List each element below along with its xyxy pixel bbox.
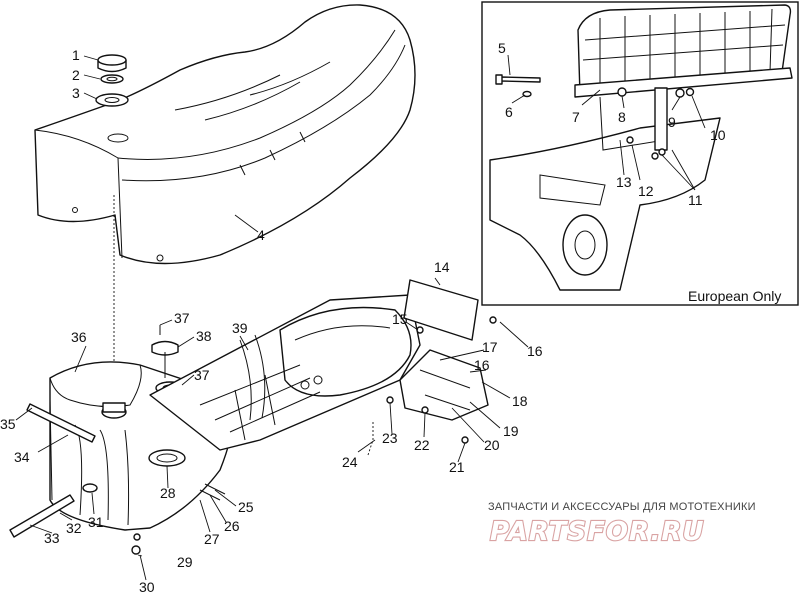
callout-6: 6 [505,104,513,120]
callout-20: 20 [484,437,500,453]
callout-36: 36 [71,329,87,345]
callout-32: 32 [66,520,82,536]
callout-21: 21 [449,459,465,475]
seat-assembly [34,4,416,265]
callout-22: 22 [414,437,430,453]
callout-14: 14 [434,259,450,275]
callout-17: 17 [482,339,498,355]
callout-13: 13 [616,174,632,190]
callout-26: 26 [224,518,240,534]
callout-30: 30 [139,579,155,593]
filler-cap-parts [95,54,129,420]
callout-27: 27 [204,531,220,547]
callout-18: 18 [512,393,528,409]
callout-35: 35 [0,416,16,432]
callout-labels: 1 2 3 4 5 6 7 8 9 10 11 12 13 14 15 16 1… [0,40,726,593]
callout-4: 4 [257,227,265,243]
callout-15: 15 [392,311,408,327]
leader-lines [15,55,529,581]
watermark-tagline: ЗАПЧАСТИ И АКСЕССУАРЫ ДЛЯ МОТОТЕХНИКИ [488,501,756,513]
callout-3: 3 [72,85,80,101]
callout-16a: 16 [527,343,543,359]
callout-23: 23 [382,430,398,446]
watermark: ЗАПЧАСТИ И АКСЕССУАРЫ ДЛЯ МОТОТЕХНИКИ PA… [488,501,756,548]
callout-29: 29 [177,554,193,570]
callout-16b: 16 [474,357,490,373]
frame-tray [149,279,497,451]
callout-12: 12 [638,183,654,199]
inset-caption: European Only [688,288,781,304]
callout-5: 5 [498,40,506,56]
callout-38: 38 [196,328,212,344]
callout-34: 34 [14,449,30,465]
callout-7: 7 [572,109,580,125]
callout-2: 2 [72,67,80,83]
callout-10: 10 [710,127,726,143]
watermark-logo: PARTSFOR.RU [490,517,704,547]
callout-31: 31 [88,514,104,530]
fuel-tank-assembly [9,325,235,555]
callout-9: 9 [668,114,676,130]
callout-37b: 37 [194,367,210,383]
callout-33: 33 [44,530,60,546]
callout-25: 25 [238,499,254,515]
callout-28: 28 [160,485,176,501]
callout-1: 1 [72,47,80,63]
callout-11: 11 [688,192,703,208]
european-rack-inset: European Only [481,1,799,306]
callout-37a: 37 [174,310,190,326]
callout-8: 8 [618,109,626,125]
callout-39: 39 [232,320,248,336]
callout-19: 19 [503,423,519,439]
callout-24: 24 [342,454,358,470]
